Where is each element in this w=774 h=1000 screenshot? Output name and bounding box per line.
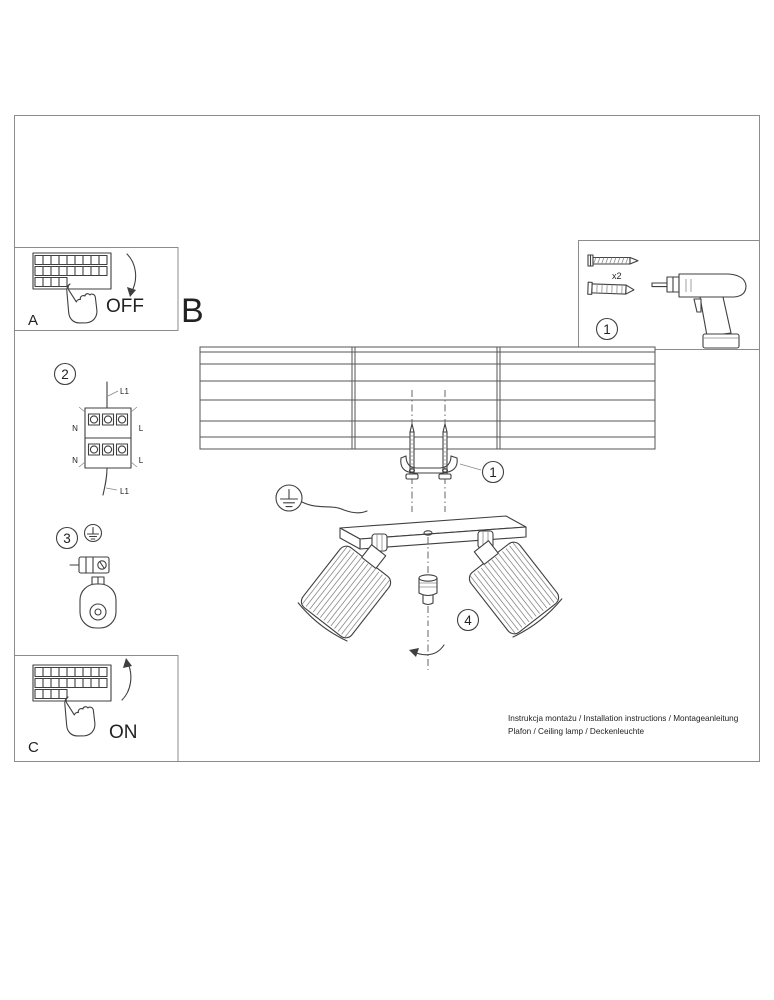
earth-wire bbox=[301, 501, 368, 514]
fusebox-icon bbox=[32, 252, 112, 290]
panel-a-power-off: A OFF bbox=[14, 247, 179, 331]
lamp-base bbox=[339, 515, 527, 550]
step-1-badge: 1 bbox=[595, 317, 619, 341]
wire-label-l1-bottom: L1 bbox=[120, 487, 129, 496]
arrow-down-icon bbox=[126, 253, 137, 297]
ceiling-panel bbox=[199, 346, 656, 450]
step-1-badge-center: 1 bbox=[481, 460, 505, 484]
step-1-number-center: 1 bbox=[489, 465, 497, 480]
panel-c-label: C bbox=[28, 739, 39, 756]
panel-c-power-on: C ON bbox=[14, 655, 179, 762]
page-border bbox=[14, 115, 760, 762]
step-4-badge: 4 bbox=[456, 608, 480, 632]
step-2-number: 2 bbox=[61, 367, 69, 382]
panel-c-box bbox=[14, 655, 179, 762]
power-on-label: ON bbox=[109, 722, 138, 743]
wire-label-n-bottom: N bbox=[72, 456, 78, 465]
hardware-box-border bbox=[578, 240, 760, 350]
hardware-box: x2 1 bbox=[578, 240, 760, 350]
screw-icon bbox=[587, 254, 639, 267]
power-off-label: OFF bbox=[106, 296, 144, 317]
mounting-screw-left-icon bbox=[405, 423, 419, 480]
footer: Instrukcja montażu / Installation instru… bbox=[508, 714, 739, 736]
footer-line1: Instrukcja montażu / Installation instru… bbox=[508, 714, 739, 723]
step-4-number: 4 bbox=[464, 613, 472, 628]
terminal-block bbox=[78, 406, 138, 469]
footer-line2: Plafon / Ceiling lamp / Deckenleuchte bbox=[508, 727, 645, 736]
panel-a-box bbox=[14, 247, 179, 331]
earth-contact-icon bbox=[79, 576, 117, 629]
fusebox-icon bbox=[32, 664, 112, 702]
ceiling-lamp: 4 bbox=[295, 515, 565, 670]
bulb-icon bbox=[418, 574, 438, 606]
cable-clamp-icon bbox=[69, 556, 110, 574]
screw-qty-label: x2 bbox=[612, 271, 622, 281]
step-1-number: 1 bbox=[603, 322, 611, 337]
step3-earth-connection: 3 bbox=[55, 523, 117, 629]
panel-a-label: A bbox=[28, 312, 38, 329]
step-3-number: 3 bbox=[63, 531, 71, 546]
wire-bottom bbox=[102, 467, 108, 496]
drill-icon bbox=[651, 273, 747, 349]
mounting-strap-icon bbox=[400, 455, 458, 474]
earth-symbol-small-icon bbox=[83, 523, 103, 543]
mounting-assembly: 1 bbox=[400, 390, 505, 512]
step2-wiring-diagram: 2 L1 N L N L L1 bbox=[53, 362, 144, 496]
arrow-up-icon bbox=[121, 658, 132, 701]
wire-label-n-top: N bbox=[72, 424, 78, 433]
rotation-arrow-icon bbox=[409, 630, 445, 670]
step-3-badge: 3 bbox=[55, 526, 79, 550]
earth-symbol-main-icon bbox=[275, 484, 368, 514]
wire-label-l1-top: L1 bbox=[120, 387, 129, 396]
wire-label-l-top: L bbox=[139, 424, 144, 433]
step-2-badge: 2 bbox=[53, 362, 77, 386]
wire-label-l-bottom: L bbox=[139, 456, 144, 465]
section-b-label: B bbox=[181, 292, 204, 330]
wall-plug-icon bbox=[587, 281, 635, 295]
mounting-screw-right-icon bbox=[438, 423, 452, 480]
